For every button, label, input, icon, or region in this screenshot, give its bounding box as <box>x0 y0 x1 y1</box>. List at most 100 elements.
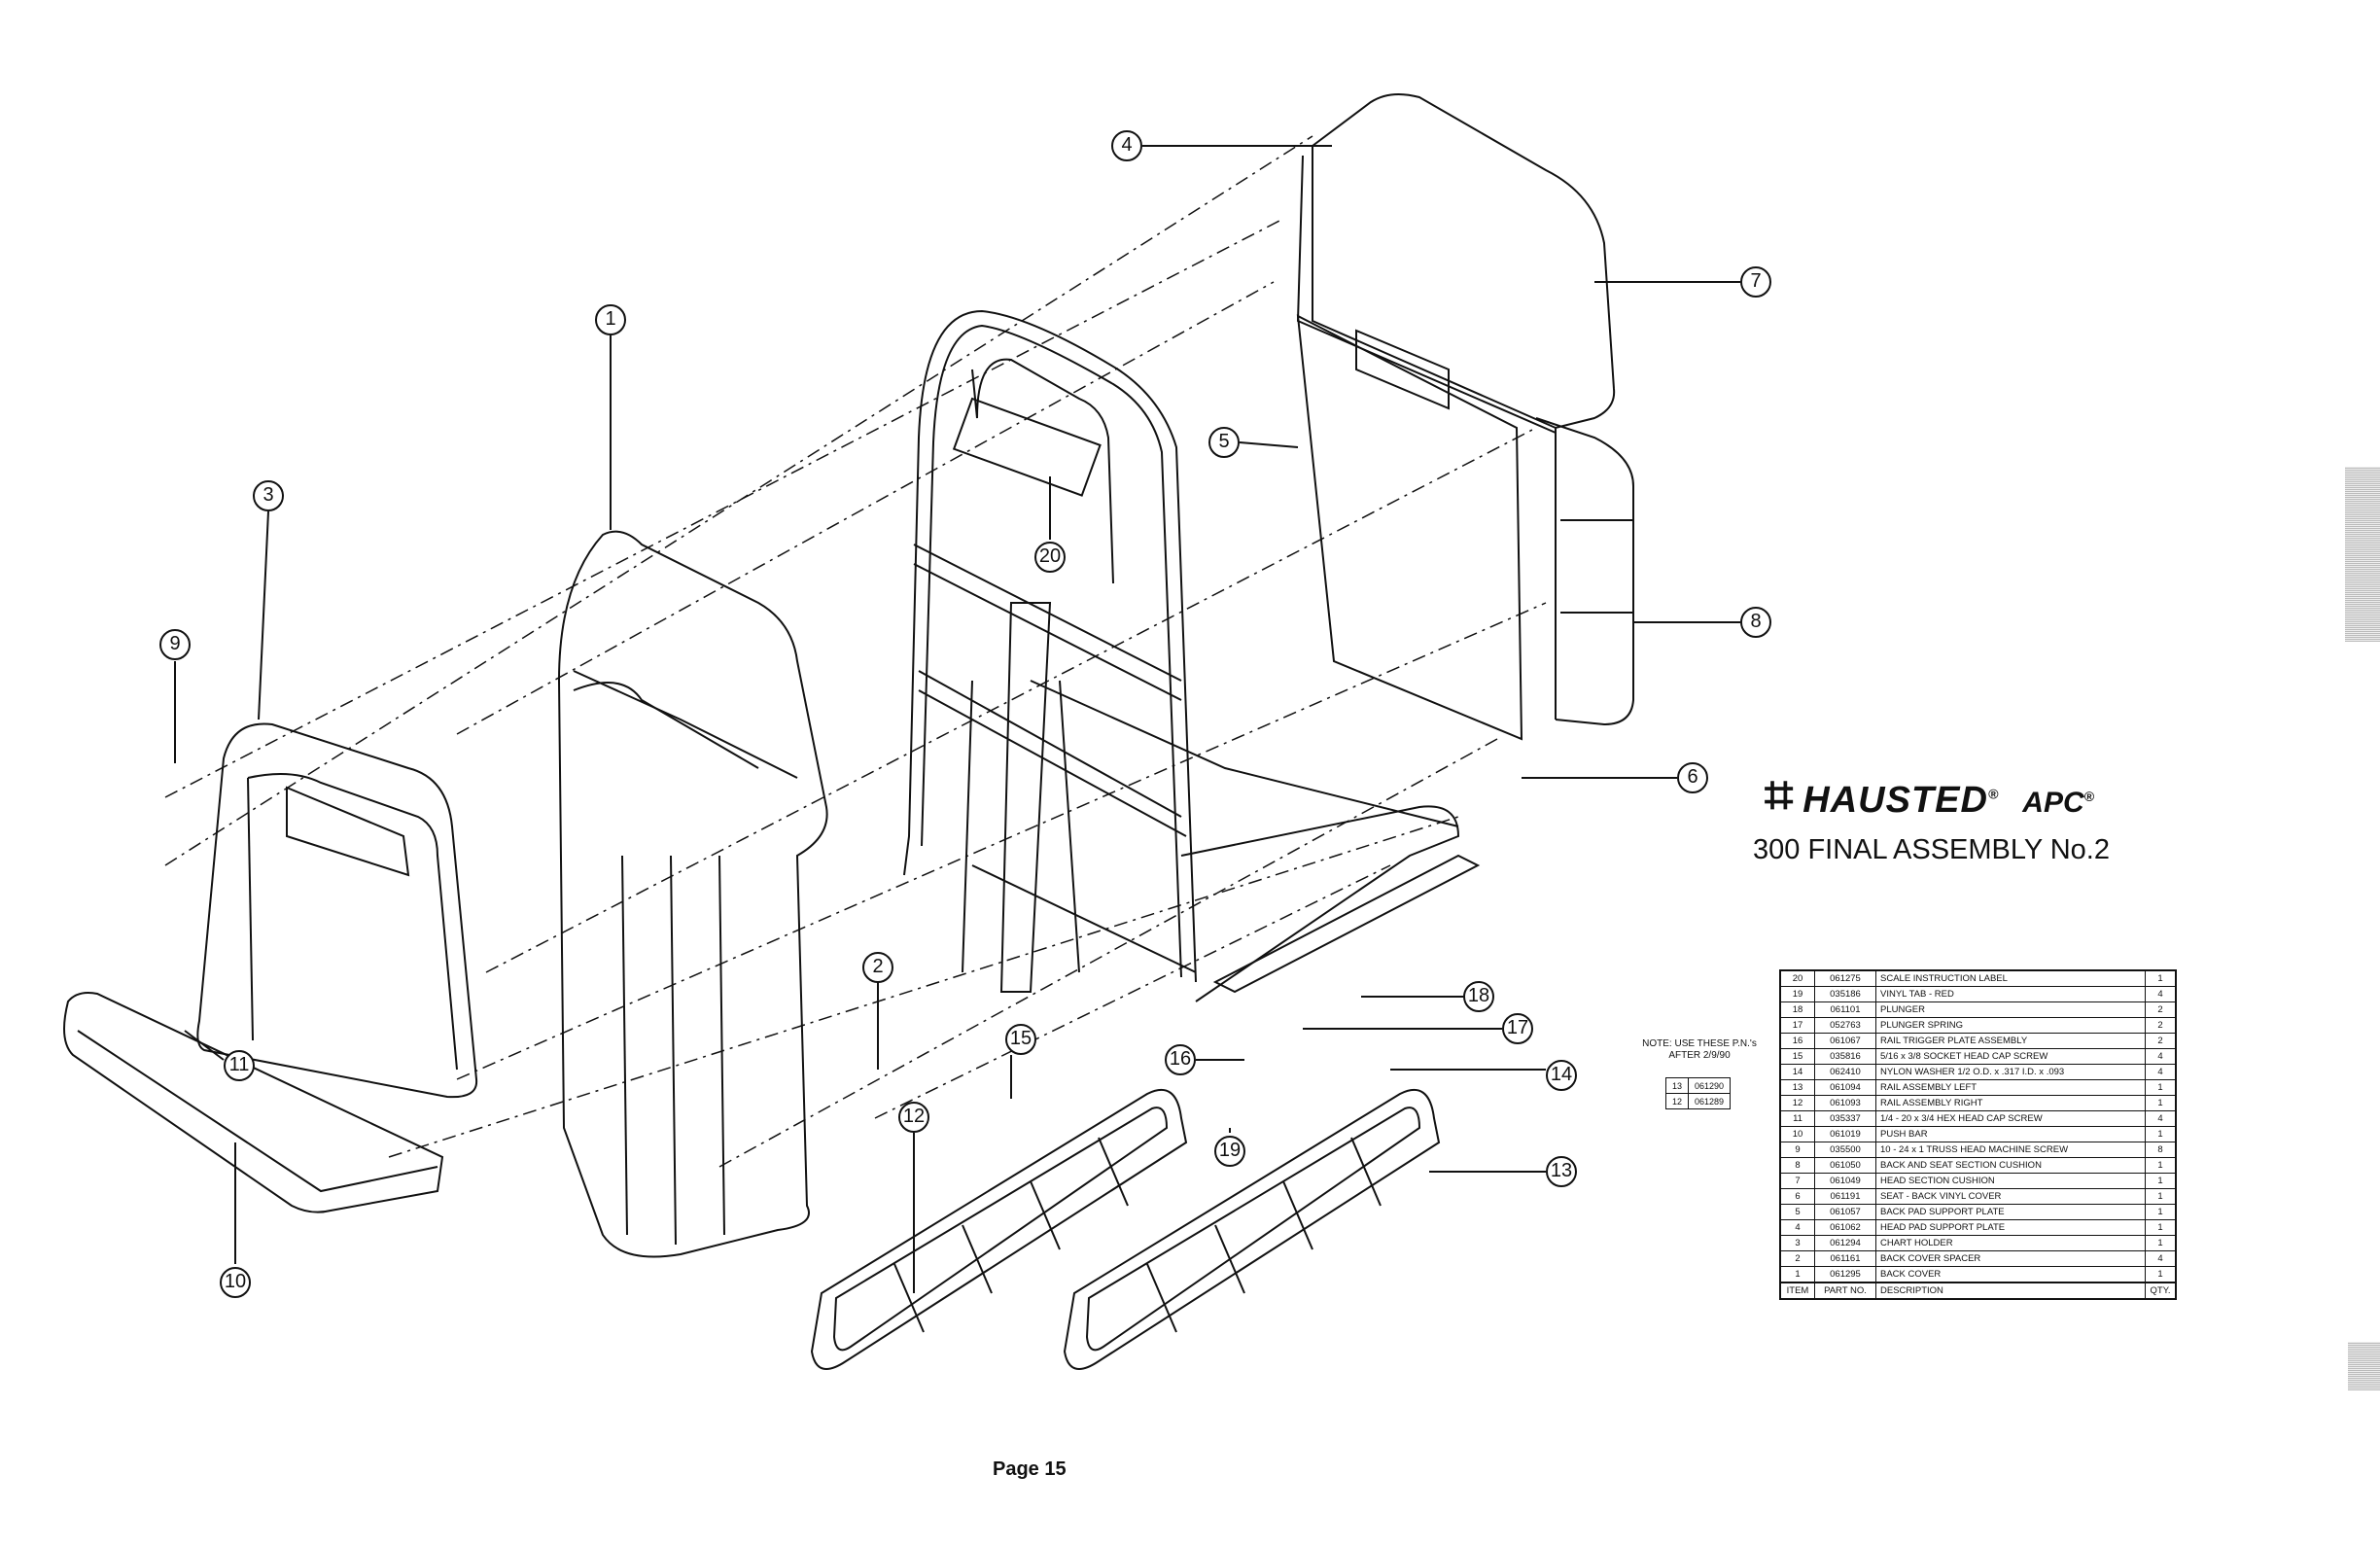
description-cell: HEAD PAD SUPPORT PLATE <box>1875 1219 2146 1236</box>
qty-cell: 1 <box>2145 1095 2177 1111</box>
item-cell: 18 <box>1779 1001 1815 1018</box>
qty-cell: 4 <box>2145 1064 2177 1080</box>
part-no-cell: 035186 <box>1814 986 1876 1002</box>
description-cell: BACK COVER <box>1875 1266 2146 1283</box>
callout-2: 2 <box>862 952 893 983</box>
assembly-title: 300 FINAL ASSEMBLY No.2 <box>1753 834 2110 865</box>
push-bar <box>63 992 444 1213</box>
table-row: 13 061290 <box>1664 1077 1732 1094</box>
head-cushion-outline <box>1312 92 1616 430</box>
pn-note-table: 13 061290 12 061289 <box>1664 1077 1732 1109</box>
callout-17: 17 <box>1502 1013 1533 1044</box>
description-cell: BACK PAD SUPPORT PLATE <box>1875 1204 2146 1220</box>
part-no-cell: 062410 <box>1814 1064 1876 1080</box>
part-no-cell: 061067 <box>1814 1033 1876 1049</box>
header-part-no: PART NO. <box>1814 1282 1876 1300</box>
item-cell: 19 <box>1779 986 1815 1002</box>
part-no-cell: 061294 <box>1814 1235 1876 1251</box>
qty-cell: 1 <box>2145 1188 2177 1205</box>
part-no-cell: 061057 <box>1814 1204 1876 1220</box>
description-cell: SEAT - BACK VINYL COVER <box>1875 1188 2146 1205</box>
qty-cell: 1 <box>2145 1126 2177 1142</box>
header-description: DESCRIPTION <box>1875 1282 2146 1300</box>
part-no-cell: 061049 <box>1814 1173 1876 1189</box>
part-no-cell: 061019 <box>1814 1126 1876 1142</box>
item-cell: 9 <box>1779 1142 1815 1158</box>
part-no-cell: 061050 <box>1814 1157 1876 1174</box>
qty-cell: 1 <box>2145 1079 2177 1096</box>
item-cell: 8 <box>1779 1157 1815 1174</box>
rail-left <box>1063 1088 1441 1370</box>
description-cell: RAIL ASSEMBLY RIGHT <box>1875 1095 2146 1111</box>
part-no-cell: 061094 <box>1814 1079 1876 1096</box>
callout-4: 4 <box>1111 130 1142 161</box>
description-cell: PLUNGER <box>1875 1001 2146 1018</box>
item-cell: 2 <box>1779 1250 1815 1267</box>
description-cell: CHART HOLDER <box>1875 1235 2146 1251</box>
part-no-cell: 035500 <box>1814 1142 1876 1158</box>
qty-cell: 1 <box>2145 1157 2177 1174</box>
header-item: ITEM <box>1779 1282 1815 1300</box>
description-cell: BACK AND SEAT SECTION CUSHION <box>1875 1157 2146 1174</box>
description-cell: SCALE INSTRUCTION LABEL <box>1875 970 2146 987</box>
callout-13: 13 <box>1546 1156 1577 1187</box>
item-cell: 7 <box>1779 1173 1815 1189</box>
description-cell: HEAD SECTION CUSHION <box>1875 1173 2146 1189</box>
description-cell: RAIL TRIGGER PLATE ASSEMBLY <box>1875 1033 2146 1049</box>
brand-block: ⌗ HAUSTED® APC® <box>1765 770 2094 822</box>
pn-note: NOTE: USE THESE P.N.'s AFTER 2/9/90 <box>1642 1038 1757 1061</box>
back-seat-cushion <box>1535 417 1634 726</box>
back-pad-plate <box>1296 314 1523 741</box>
note-item: 13 <box>1664 1077 1690 1094</box>
description-cell: VINYL TAB - RED <box>1875 986 2146 1002</box>
callout-16: 16 <box>1165 1044 1196 1075</box>
qty-cell: 4 <box>2145 1110 2177 1127</box>
description-cell: 1/4 - 20 x 3/4 HEX HEAD CAP SCREW <box>1875 1110 2146 1127</box>
description-cell: NYLON WASHER 1/2 O.D. x .317 I.D. x .093 <box>1875 1064 2146 1080</box>
item-cell: 6 <box>1779 1188 1815 1205</box>
qty-cell: 4 <box>2145 1250 2177 1267</box>
callout-10: 10 <box>220 1267 251 1298</box>
callout-3: 3 <box>253 480 284 511</box>
part-no-cell: 061275 <box>1814 970 1876 987</box>
frame-upright <box>918 309 1197 983</box>
callout-11: 11 <box>224 1050 255 1081</box>
callout-8: 8 <box>1740 607 1771 638</box>
item-cell: 17 <box>1779 1017 1815 1034</box>
description-cell: PLUNGER SPRING <box>1875 1017 2146 1034</box>
callout-19: 19 <box>1214 1136 1245 1167</box>
item-cell: 16 <box>1779 1033 1815 1049</box>
page-number: Page 15 <box>993 1458 1067 1480</box>
item-cell: 1 <box>1779 1266 1815 1283</box>
qty-cell: 8 <box>2145 1142 2177 1158</box>
part-no-cell: 061062 <box>1814 1219 1876 1236</box>
note-item: 12 <box>1664 1093 1690 1109</box>
qty-cell: 2 <box>2145 1001 2177 1018</box>
part-no-cell: 061295 <box>1814 1266 1876 1283</box>
part-no-cell: 061191 <box>1814 1188 1876 1205</box>
description-cell: 10 - 24 x 1 TRUSS HEAD MACHINE SCREW <box>1875 1142 2146 1158</box>
part-no-cell: 061101 <box>1814 1001 1876 1018</box>
item-cell: 3 <box>1779 1235 1815 1251</box>
callout-12: 12 <box>898 1102 929 1133</box>
header-qty: QTY. <box>2145 1282 2177 1300</box>
description-cell: RAIL ASSEMBLY LEFT <box>1875 1079 2146 1096</box>
item-cell: 20 <box>1779 970 1815 987</box>
brand-name: HAUSTED® <box>1802 780 2000 821</box>
item-cell: 11 <box>1779 1110 1815 1127</box>
